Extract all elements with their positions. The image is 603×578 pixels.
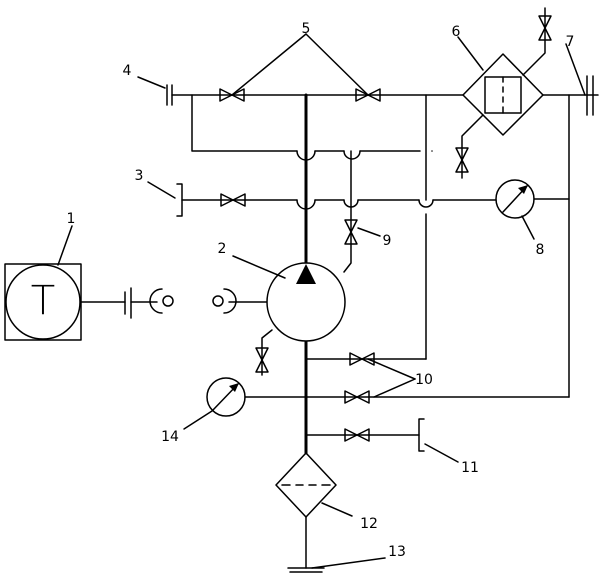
valve-11 — [344, 428, 370, 442]
leader-line — [367, 358, 416, 380]
leader-line — [231, 33, 307, 96]
part-number-6: 6 — [452, 24, 461, 40]
pump — [266, 262, 346, 342]
leader-line — [232, 255, 286, 279]
part-number-3: 3 — [135, 168, 144, 184]
pressure-gauge-left — [206, 377, 246, 417]
leader-line — [137, 76, 166, 89]
pipe-line — [343, 150, 352, 273]
pipe-line — [261, 329, 273, 376]
leader-line — [305, 33, 369, 96]
flange-7 — [586, 75, 594, 116]
leader-line — [183, 410, 213, 430]
valve-5b — [355, 88, 381, 102]
pipe-crossovers — [296, 150, 434, 210]
part-number-2: 2 — [218, 241, 227, 257]
port-3 — [176, 183, 183, 217]
valve-6-vent — [538, 15, 552, 41]
port-11 — [418, 418, 425, 452]
motor-symbol: T — [31, 278, 55, 324]
pipe-network — [80, 7, 599, 569]
flange-4 — [166, 84, 173, 106]
part-number-5: 5 — [302, 21, 311, 37]
valve-5a — [219, 88, 245, 102]
crossover-arc — [418, 199, 434, 208]
components: T — [4, 53, 544, 573]
suction-filter — [275, 452, 337, 518]
leader-line — [147, 181, 176, 199]
part-number-7: 7 — [566, 34, 575, 50]
valve-9 — [344, 219, 358, 245]
shaft-coupling — [124, 287, 237, 319]
valve-10b — [344, 390, 370, 404]
pipe-line — [461, 114, 484, 179]
leader-line — [373, 378, 416, 398]
part-number-14: 14 — [161, 429, 179, 445]
valve-drain — [255, 347, 269, 373]
part-number-10: 10 — [415, 372, 433, 388]
part-number-1: 1 — [67, 211, 76, 227]
part-number-4: 4 — [123, 63, 132, 79]
leader-line — [565, 43, 586, 96]
leader-line — [521, 215, 535, 240]
part-number-13: 13 — [388, 544, 406, 560]
leader-line — [311, 557, 386, 569]
valve-6-drain — [455, 147, 469, 173]
pipe-line — [522, 7, 546, 76]
part-number-11: 11 — [461, 460, 479, 476]
leader-line — [57, 225, 73, 266]
heat-exchanger — [462, 53, 544, 136]
crossover-arc — [296, 199, 316, 210]
part-number-8: 8 — [536, 242, 545, 258]
pressure-gauge-right — [495, 179, 535, 219]
tank-ground — [287, 567, 325, 573]
leader-line — [321, 502, 353, 517]
crossover-arc — [343, 199, 359, 208]
pipe-line — [191, 94, 298, 152]
crossover-arc — [343, 150, 361, 160]
valve-10a — [349, 352, 375, 366]
motor: T — [4, 263, 82, 341]
part-number-12: 12 — [360, 516, 378, 532]
leader-lines — [57, 33, 586, 569]
leader-line — [457, 36, 484, 71]
valves — [219, 15, 552, 442]
leader-line — [424, 443, 459, 463]
part-number-9: 9 — [383, 233, 392, 249]
leader-line — [357, 227, 381, 237]
crossover-arc — [296, 150, 316, 161]
valve-3 — [220, 193, 246, 207]
